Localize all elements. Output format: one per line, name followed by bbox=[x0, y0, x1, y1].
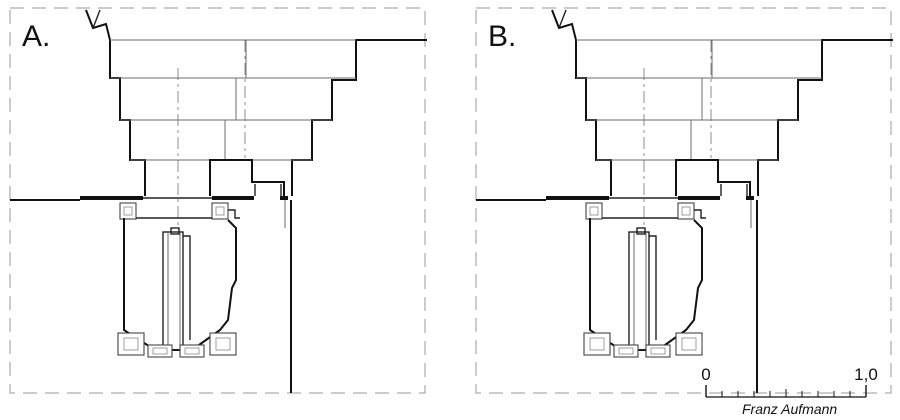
scale-bar: 0 1,0 Franz Aufmann bbox=[701, 365, 878, 417]
panel-a: A. bbox=[9, 7, 428, 394]
panel-label-b: B. bbox=[488, 20, 516, 53]
scale-end-label: 1,0 bbox=[854, 365, 878, 384]
scale-start-label: 0 bbox=[701, 365, 710, 384]
scale-ticks bbox=[705, 385, 867, 398]
panel-label-a: A. bbox=[22, 20, 50, 53]
panel-b: B. bbox=[475, 7, 894, 394]
author-credit: Franz Aufmann bbox=[742, 401, 837, 417]
